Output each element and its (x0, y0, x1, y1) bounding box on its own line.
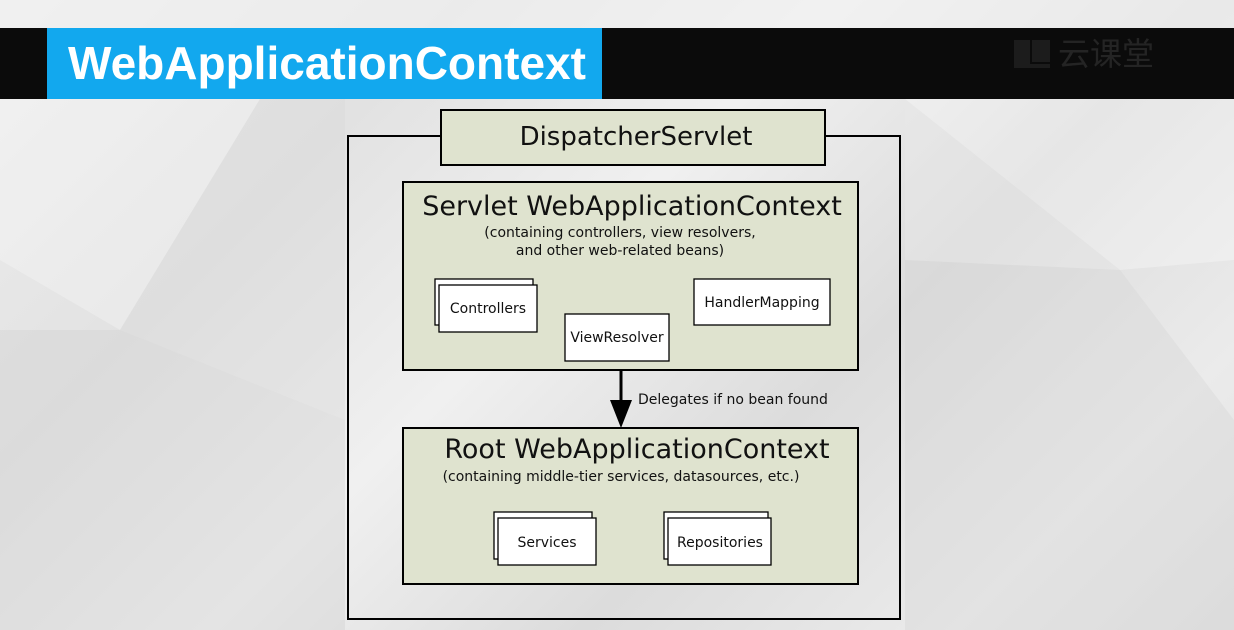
servlet-context-desc-line2: and other web-related beans) (516, 243, 724, 259)
brand-logo: 云课堂 (1012, 34, 1154, 74)
root-context-box: Root WebApplicationContext (containing m… (402, 427, 859, 585)
delegation-label: Delegates if no bean found (638, 392, 828, 408)
services-label: Services (517, 535, 576, 551)
servlet-context-box: Servlet WebApplicationContext (containin… (402, 181, 859, 371)
servlet-context-title: Servlet WebApplicationContext (422, 191, 842, 222)
root-context-title: Root WebApplicationContext (444, 434, 829, 465)
logo-mark-icon (1014, 40, 1050, 68)
handler-mapping-bean: HandlerMapping (693, 278, 831, 326)
repositories-bean: Repositories (663, 511, 772, 566)
slide-title: WebApplicationContext (47, 28, 602, 99)
delegation-arrow (610, 371, 632, 428)
servlet-context-desc-line1: (containing controllers, view resolvers, (484, 225, 755, 241)
controllers-bean: Controllers (434, 278, 538, 333)
repositories-label: Repositories (677, 535, 763, 551)
dispatcher-servlet-label: DispatcherServlet (520, 122, 753, 152)
handler-mapping-label: HandlerMapping (704, 295, 819, 311)
controllers-label: Controllers (450, 301, 526, 317)
logo-text: 云课堂 (1058, 35, 1155, 73)
view-resolver-label: ViewResolver (570, 330, 664, 346)
root-context-desc: (containing middle-tier services, dataso… (443, 469, 800, 485)
view-resolver-bean: ViewResolver (564, 313, 670, 362)
dispatcher-servlet-box: DispatcherServlet (440, 109, 826, 166)
services-bean: Services (493, 511, 597, 566)
